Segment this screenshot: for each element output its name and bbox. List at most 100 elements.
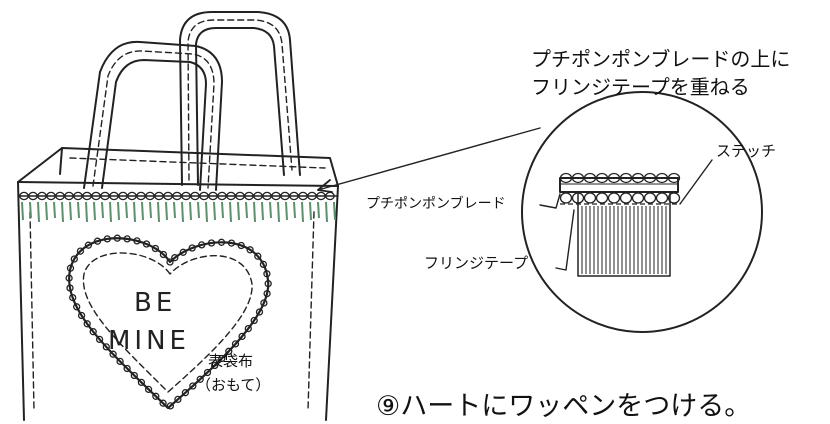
- heart-scallop: [159, 399, 167, 407]
- fringe-strand: [189, 201, 192, 221]
- fringe-strand: [37, 201, 40, 223]
- fringe-strand: [173, 201, 176, 219]
- heart-scallop: [116, 357, 124, 366]
- outer-fabric-label-line1: 表袋布: [208, 352, 254, 370]
- heart-scallop: [181, 389, 190, 397]
- fringe-strand: [45, 201, 48, 221]
- heart-scallop: [66, 284, 74, 292]
- heart-scallop: [123, 235, 131, 243]
- fringe-strand: [301, 201, 304, 223]
- heart-scallop: [65, 274, 73, 282]
- fringe-strand: [125, 201, 128, 219]
- heart-scallop-edging: [65, 234, 272, 410]
- magnified-pompom-top: [571, 172, 585, 184]
- heart-scallop: [142, 240, 151, 248]
- heart-scallop: [264, 280, 272, 288]
- heart-scallop: [109, 350, 117, 358]
- heart-scallop: [152, 392, 160, 400]
- magnified-pompom-top: [619, 172, 633, 184]
- heart-scallop: [102, 343, 110, 351]
- fringe-strand: [197, 201, 200, 219]
- fringe-strand: [253, 201, 256, 223]
- fringe-strand: [325, 201, 328, 223]
- overlap-caption-line2: フリンジテープを重ねる: [531, 75, 750, 99]
- fringe-tape-label: フリンジテープ: [424, 254, 529, 272]
- magnified-pompom-bottom: [655, 192, 669, 204]
- fringe-strand: [141, 201, 144, 221]
- fringe-strand: [237, 201, 240, 221]
- fringe-strand: [317, 201, 320, 219]
- leader-line: [317, 127, 541, 191]
- magnified-pompom-bottom: [571, 192, 585, 204]
- magnified-pompom-top: [595, 172, 609, 184]
- fringe-strand: [221, 201, 224, 219]
- magnified-pompom-bottom: [595, 192, 609, 204]
- heart-scallop: [263, 289, 271, 298]
- heart-scallop: [244, 324, 252, 333]
- magnifier-circle: [521, 91, 763, 333]
- heart-scallop: [246, 246, 254, 254]
- fringe-strand: [269, 201, 272, 219]
- heart-scallop: [84, 241, 93, 249]
- heart-scallop: [130, 371, 138, 380]
- heart-scallop: [77, 311, 86, 320]
- fringe-strand: [293, 201, 296, 219]
- patch-text-be: BE: [134, 288, 177, 318]
- heart-scallop: [93, 237, 102, 245]
- heart-scallop: [198, 241, 206, 249]
- magnified-pompom-top: [667, 172, 681, 184]
- heart-scallop: [159, 250, 168, 259]
- heart-scallop: [188, 244, 196, 252]
- fringe-strand: [309, 201, 312, 221]
- heart-scallop: [66, 264, 75, 272]
- fringe-strand: [277, 201, 280, 223]
- heart-scallop: [70, 255, 78, 263]
- fringe-strand: [229, 201, 232, 223]
- heart-scallop: [237, 241, 245, 250]
- heart-scallop: [133, 237, 141, 245]
- magnified-pompom-bottom: [559, 192, 573, 204]
- fringe-strand: [165, 201, 168, 221]
- heart-scallop: [217, 238, 226, 246]
- heart-scallop: [225, 347, 233, 355]
- front-handle: [83, 40, 223, 191]
- heart-scallop: [151, 244, 160, 253]
- fringe-strand: [69, 201, 72, 221]
- fringe-strand: [77, 201, 80, 219]
- heart-scallop: [203, 368, 212, 377]
- heart-scallop: [174, 395, 182, 404]
- bag-fringe-row: [21, 201, 336, 223]
- magnified-pompom-top: [631, 172, 645, 184]
- heart-scallop: [207, 239, 216, 247]
- heart-scallop: [103, 235, 111, 243]
- patch-text-mine: MINE: [108, 326, 190, 356]
- magnified-pompom-bottom: [643, 192, 657, 204]
- heart-scallop: [196, 375, 204, 383]
- heart-scallop: [218, 354, 226, 363]
- magnified-pompom-top: [655, 172, 669, 184]
- magnified-pompom-top: [583, 172, 597, 184]
- heart-scallop: [259, 260, 268, 269]
- heart-scallop: [189, 382, 197, 390]
- heart-scallop: [238, 332, 246, 341]
- heart-scallop: [95, 335, 104, 344]
- fringe-strand: [333, 201, 336, 221]
- heart-scallop: [137, 378, 146, 387]
- fringe-strand: [261, 201, 264, 221]
- heart-scallop: [76, 247, 85, 255]
- magnified-pompom-top: [607, 172, 621, 184]
- fringe-strand: [117, 201, 120, 221]
- fringe-strand: [245, 201, 248, 219]
- fringe-strand: [21, 201, 24, 221]
- magnified-pompom-bottom: [667, 192, 681, 204]
- heart-scallop: [73, 303, 81, 311]
- heart-scallop: [227, 239, 236, 247]
- heart-scallop: [179, 248, 187, 256]
- stitch-label: ステッチ: [716, 142, 777, 160]
- bag-pompom-row: [19, 191, 335, 201]
- fringe-strand: [133, 201, 136, 223]
- magnified-pompom-bottom: [583, 192, 597, 204]
- heart-scallop: [89, 328, 97, 336]
- heart-scallop: [166, 402, 175, 410]
- outer-fabric-label-line2: （おもて）: [196, 376, 271, 394]
